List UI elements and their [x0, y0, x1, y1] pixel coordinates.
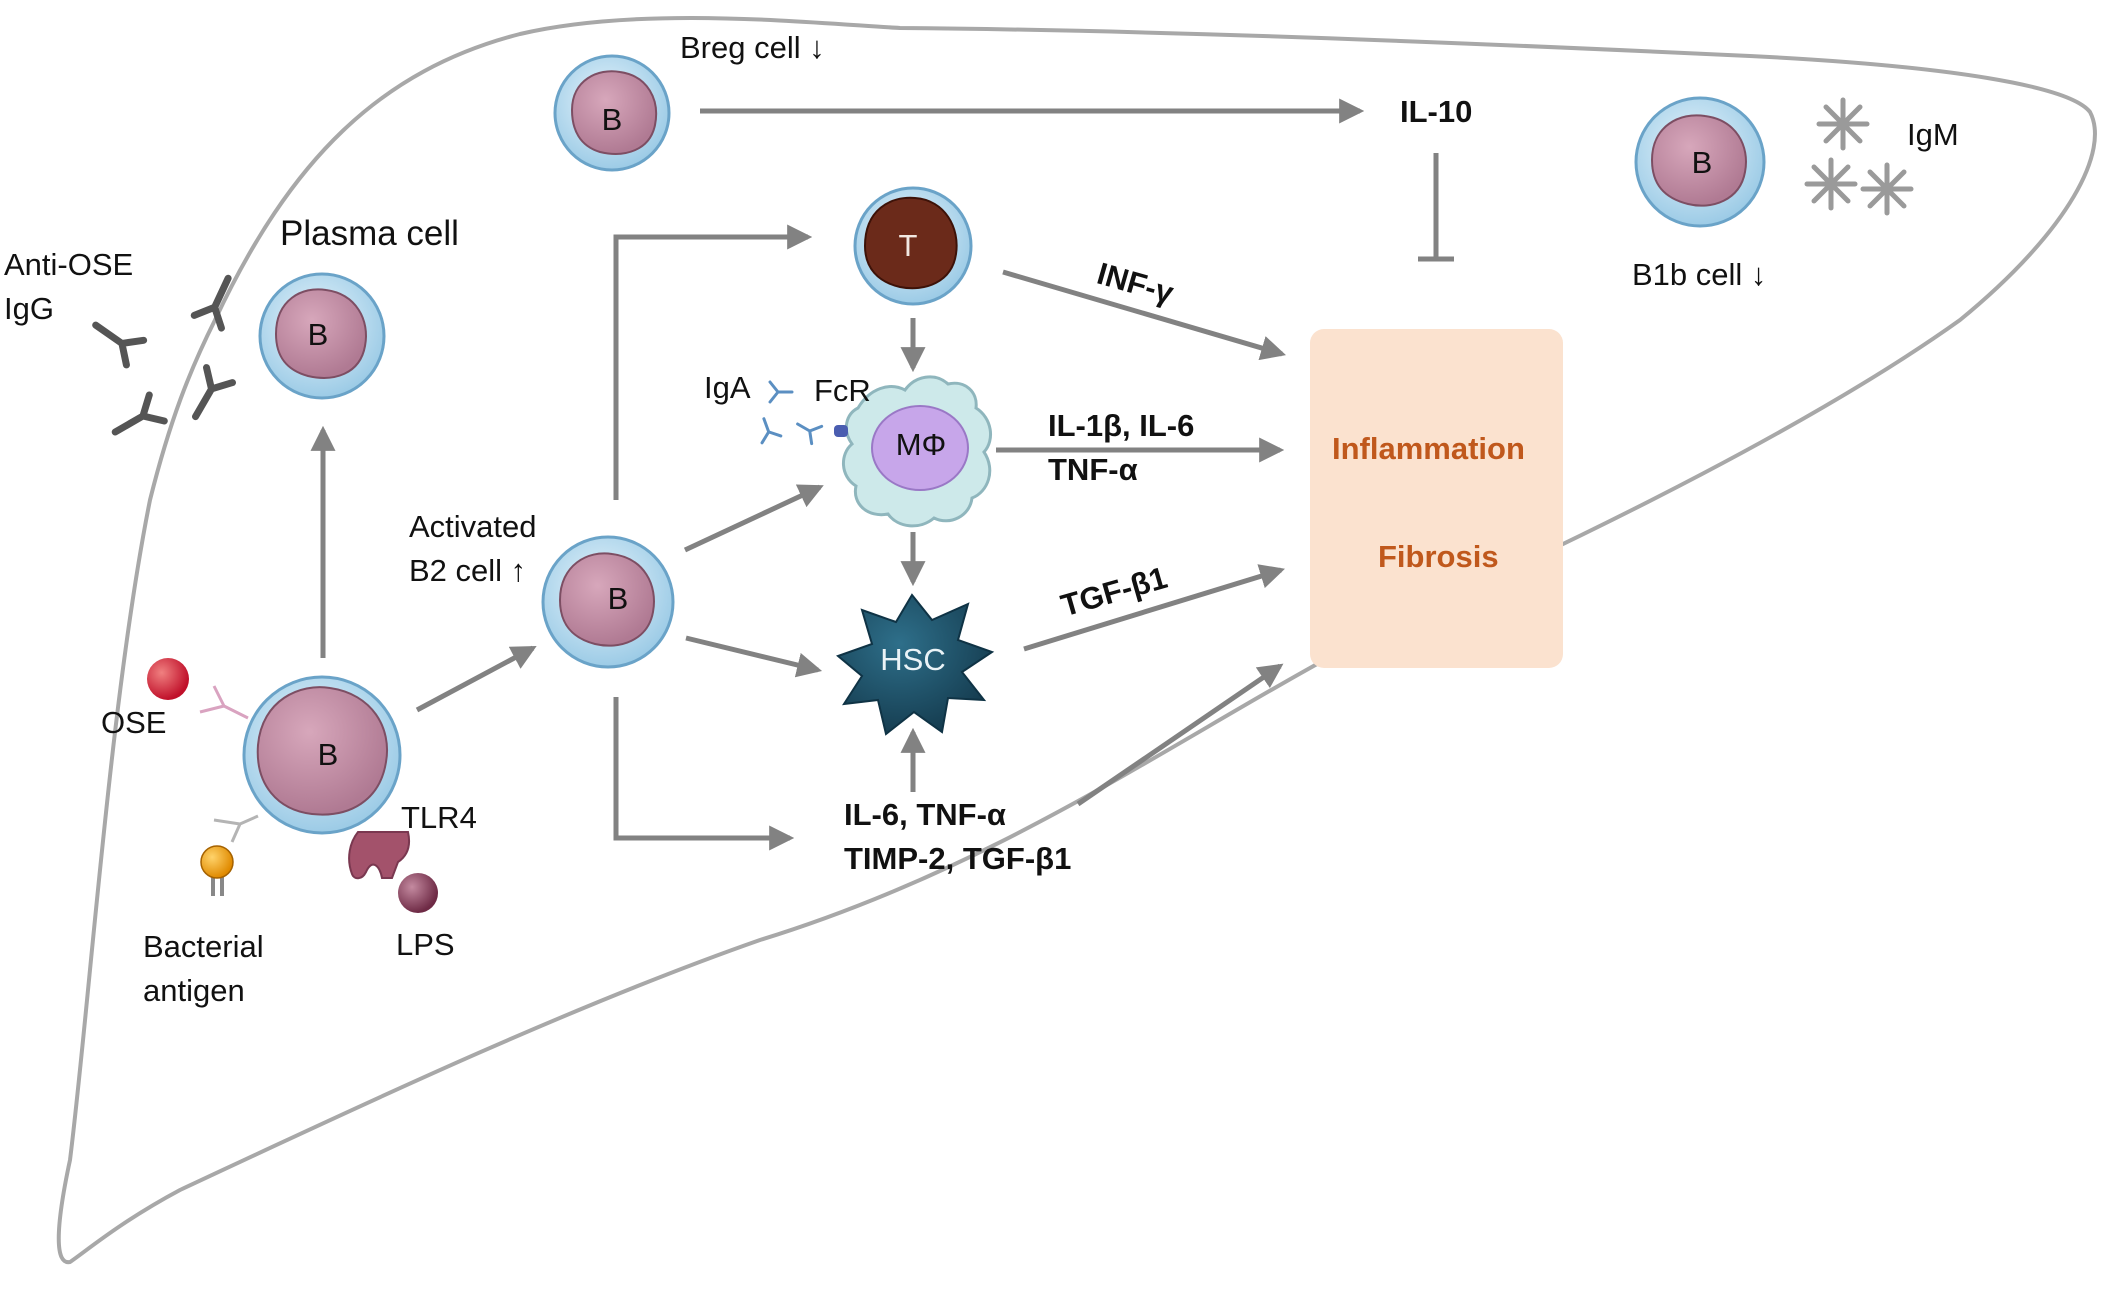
fcr-receptor-icon	[834, 425, 848, 437]
arrow-cytokines-to-outcome	[1076, 663, 1284, 807]
igg-antibodies	[92, 274, 236, 436]
hsc-cell	[836, 593, 995, 736]
activated-b2-cell	[541, 535, 675, 669]
macrophage	[842, 375, 993, 528]
igg-antibody-icon	[92, 321, 148, 369]
inflammation-label: Inflammation	[1332, 431, 1525, 466]
hsc-label: HSC	[880, 642, 946, 677]
iga-icon	[768, 380, 794, 404]
breg-cell	[553, 54, 671, 172]
arrow-activated-to-macrophage	[683, 484, 824, 553]
b-cytokines-line2: TIMP-2, TGF-β1	[844, 841, 1072, 876]
bcr-receptor-icon	[213, 814, 259, 843]
bcr-receptor-icon	[199, 685, 249, 720]
macrophage-label: MΦ	[895, 427, 947, 462]
fibrosis-label: Fibrosis	[1378, 539, 1499, 574]
plasma-b-cell	[258, 272, 386, 400]
igm-label: IgM	[1907, 117, 1959, 152]
activated-label-line1: Activated	[409, 509, 537, 544]
bacterial-antigen-line1: Bacterial	[143, 929, 264, 964]
bacterial-antigen-line2: antigen	[143, 973, 245, 1008]
anti-ose-label: Anti-OSE	[4, 247, 134, 282]
b1b-label: B1b cell ↓	[1632, 257, 1767, 292]
arrow-hsc-to-outcome	[1023, 564, 1285, 652]
igm-icon	[1816, 97, 1870, 151]
lps-molecule	[398, 873, 438, 913]
iga-icon	[796, 422, 824, 446]
ose-label: OSE	[101, 705, 167, 740]
macrophage-cytokines-line2: TNF-α	[1048, 452, 1138, 487]
arrow-t-to-outcome	[1002, 269, 1286, 361]
arrow-b-to-activated-b2	[415, 645, 537, 713]
igg-antibody-icon	[190, 274, 232, 332]
igg-antibody-icon	[192, 364, 236, 421]
arrow-activated-to-cytokines	[613, 697, 795, 851]
macrophage-cytokines-line1: IL-1β, IL-6	[1048, 408, 1195, 443]
igm-icon	[1860, 162, 1914, 216]
outcome-box	[1310, 329, 1563, 668]
ose-molecule	[147, 658, 189, 700]
naive-b-cell	[242, 675, 402, 835]
lps-label: LPS	[396, 927, 455, 962]
activated-label-line2: B2 cell ↑	[409, 553, 527, 588]
activated-b-label: B	[607, 581, 629, 616]
arrow-activated-to-t	[613, 224, 813, 500]
t-cell-label: T	[898, 228, 918, 263]
plasma-b-label: B	[307, 317, 329, 352]
iga-antibodies	[760, 380, 848, 446]
naive-b-label: B	[317, 737, 339, 772]
il10-inhibition	[1418, 153, 1454, 262]
arrow-activated-to-hsc	[685, 635, 823, 678]
arrows	[310, 98, 1365, 851]
breg-cell-label: B	[601, 102, 623, 137]
t-cell	[853, 186, 973, 306]
iga-label: IgA	[704, 370, 751, 405]
liver-outline	[56, 16, 2097, 1265]
igg-label: IgG	[4, 291, 54, 326]
bacterial-antigen	[200, 845, 234, 896]
tlr4-receptor	[348, 831, 410, 880]
igg-antibody-icon	[111, 391, 168, 436]
plasma-cell-label: Plasma cell	[280, 214, 459, 253]
igm-icon	[1804, 157, 1858, 211]
iga-icon	[760, 417, 783, 445]
bcr-receptors	[199, 685, 259, 843]
b1b-cell-label: B	[1691, 145, 1713, 180]
igm-molecules	[1804, 97, 1914, 216]
tlr4-label: TLR4	[401, 800, 477, 835]
b1b-cell	[1634, 96, 1766, 228]
b-cytokines-line1: IL-6, TNF-α	[844, 797, 1006, 832]
breg-label: Breg cell ↓	[680, 30, 825, 65]
fcr-label: FcR	[814, 373, 871, 408]
il10-label: IL-10	[1400, 94, 1473, 129]
